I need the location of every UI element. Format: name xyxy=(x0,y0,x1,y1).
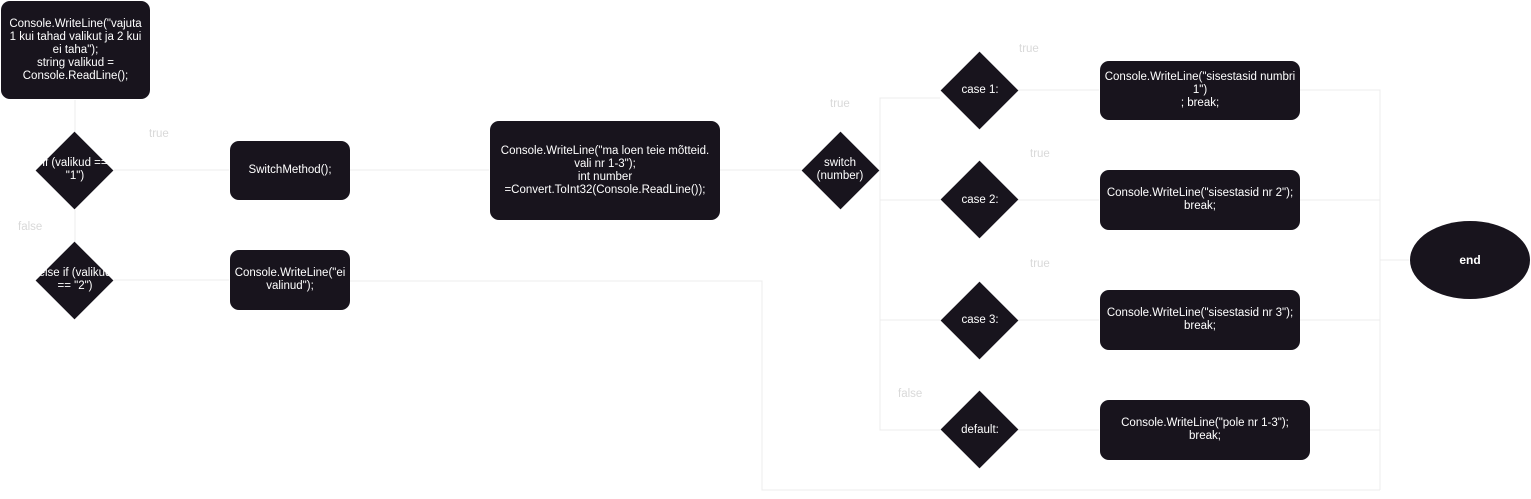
default-output-node: Console.WriteLine("pole nr 1-3"); break; xyxy=(1100,400,1310,460)
default-label: default: xyxy=(961,423,999,436)
case3-output-node: Console.WriteLine("sisestasid nr 3"); br… xyxy=(1100,290,1300,350)
edge-label-case3-true: true xyxy=(1030,258,1050,270)
case2-output-node: Console.WriteLine("sisestasid nr 2"); br… xyxy=(1100,170,1300,230)
read-number-text: Console.WriteLine("ma loen teie mõtteid.… xyxy=(500,144,710,196)
switch-decision-label: switch (number) xyxy=(816,157,864,182)
switchmethod-node: SwitchMethod(); xyxy=(230,141,350,200)
edge-label-if-false: false xyxy=(18,221,43,233)
case1-output-node: Console.WriteLine("sisestasid numbri 1")… xyxy=(1100,61,1300,120)
edge-label-case2-true: true xyxy=(1030,148,1050,160)
elseif-decision-label: else if (valikud == "2") xyxy=(38,267,112,292)
case2-label: case 2: xyxy=(961,193,999,206)
switchmethod-text: SwitchMethod(); xyxy=(248,164,332,176)
case3-output-text: Console.WriteLine("sisestasid nr 3"); br… xyxy=(1106,307,1294,332)
start-node: Console.WriteLine("vajuta 1 kui tahad va… xyxy=(1,1,150,99)
case2-output-text: Console.WriteLine("sisestasid nr 2"); br… xyxy=(1106,187,1294,212)
start-node-text: Console.WriteLine("vajuta 1 kui tahad va… xyxy=(9,17,142,82)
ei-valinud-text: Console.WriteLine("ei valinud"); xyxy=(234,267,346,292)
edge-label-switch-true: true xyxy=(830,98,850,110)
ei-valinud-node: Console.WriteLine("ei valinud"); xyxy=(230,250,350,310)
end-node-text: end xyxy=(1459,252,1481,267)
end-node: end xyxy=(1410,221,1530,299)
case3-label: case 3: xyxy=(961,313,999,326)
read-number-node: Console.WriteLine("ma loen teie mõtteid.… xyxy=(490,121,720,220)
case1-label: case 1: xyxy=(961,83,999,96)
case1-output-text: Console.WriteLine("sisestasid numbri 1")… xyxy=(1104,71,1296,109)
if-decision-label: if (valikud == "1") xyxy=(42,157,108,182)
default-output-text: Console.WriteLine("pole nr 1-3"); break; xyxy=(1121,417,1289,442)
edge-label-case3-false: false xyxy=(898,388,923,400)
edge-label-if-true: true xyxy=(149,128,169,140)
edge-label-case1-true: true xyxy=(1019,43,1039,55)
